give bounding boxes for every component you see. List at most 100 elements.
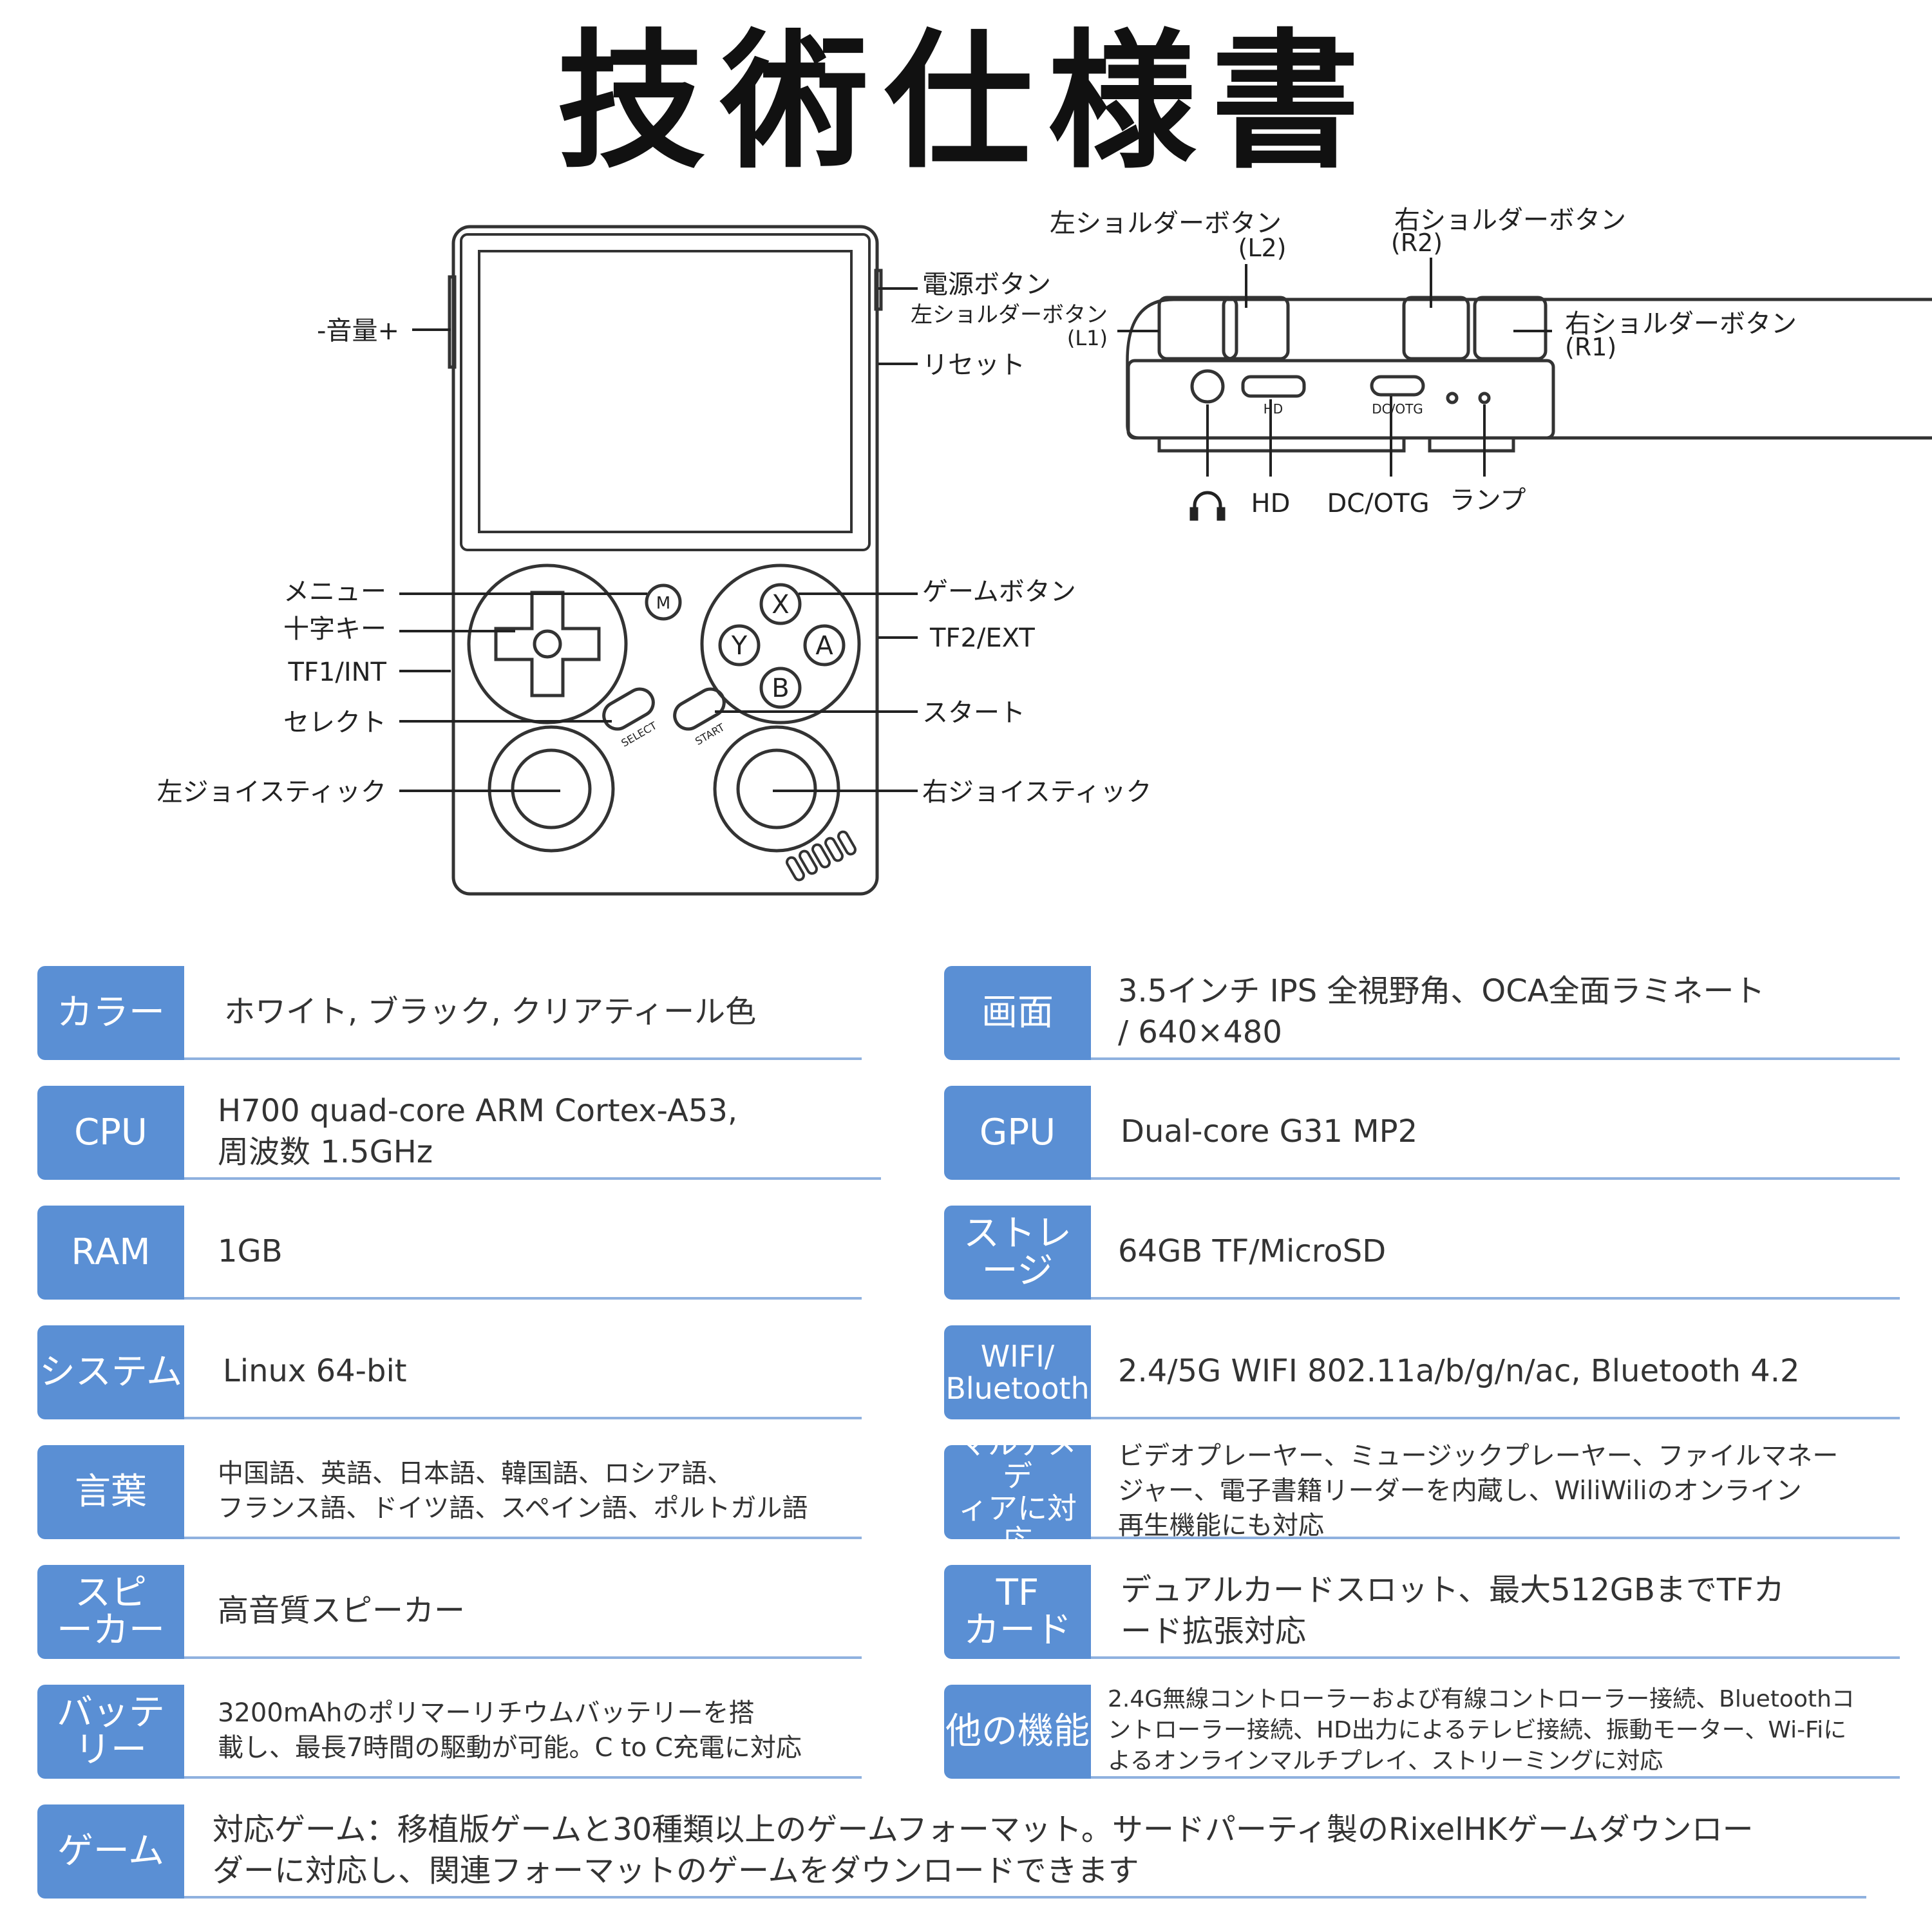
front-view — [448, 225, 883, 896]
btn-a-label: A — [815, 631, 833, 661]
label-game-buttons: ゲームボタン — [922, 577, 1076, 607]
dc-port — [1370, 375, 1425, 397]
top-body — [1126, 298, 1932, 440]
headphone-icon — [1189, 491, 1226, 521]
spec-value-cpu: H700 quad-core ARM Cortex-A53, 周波数 1.5GH… — [218, 1093, 738, 1170]
label-r2-line1: 右ショルダーボタン — [1394, 205, 1626, 235]
spec-underline — [184, 1177, 881, 1180]
right-stick-ring — [713, 725, 840, 853]
label-volume: -音量+ — [317, 316, 399, 346]
spec-row-wifi: WIFI/ Bluetooth 2.4/5G WIFI 802.11a/b/g/… — [944, 1325, 1900, 1419]
spec-row-ram: RAM 1GB — [37, 1206, 862, 1300]
l2-shape — [1222, 296, 1290, 361]
btn-m-label: M — [656, 594, 670, 613]
label-hd: HD — [1251, 489, 1291, 518]
label-r1-line2: (R1) — [1565, 333, 1616, 361]
spec-underline — [1091, 1656, 1900, 1659]
device-body — [451, 225, 879, 896]
select-print: SELECT — [619, 719, 659, 750]
lamp-dot-2 — [1478, 392, 1491, 404]
spec-row-screen: 画面 3.5インチ IPS 全視野角、OCA全面ラミネート / 640×480 — [944, 966, 1900, 1060]
spec-value-speaker: 高音質スピーカー — [218, 1593, 466, 1629]
front-leader-lines — [399, 287, 918, 792]
label-tf2: TF2/EXT — [929, 623, 1035, 653]
dpad-cross — [494, 591, 601, 697]
spec-row-language: 言葉 中国語、英語、日本語、韓国語、ロシア語、 フランス語、ドイツ語、スペイン語… — [37, 1445, 862, 1539]
spec-value-battery: 3200mAhのポリマーリチウムバッテリーを搭 載し、最長7時間の駆動が可能。C… — [218, 1698, 802, 1763]
hd-port — [1241, 375, 1306, 398]
device-diagram: X Y A B M SELECT START -音量+ 電源ボタン リセット メ… — [157, 205, 1932, 896]
screen — [478, 250, 853, 533]
menu-button-shape — [645, 583, 682, 621]
label-dcotg: DC/OTG — [1327, 489, 1429, 518]
spec-row-gpu: GPU Dual-core G31 MP2 — [944, 1086, 1900, 1180]
spec-value-color: ホワイト, ブラック, クリアティール色 — [224, 994, 757, 1030]
label-menu: メニュー — [283, 577, 386, 607]
lamp-dot-1 — [1446, 392, 1459, 404]
label-start: スタート — [922, 698, 1025, 728]
spec-underline — [1091, 1297, 1900, 1300]
headphone-jack — [1190, 369, 1225, 404]
spec-row-battery: バッテ リー 3200mAhのポリマーリチウムバッテリーを搭 載し、最長7時間の… — [37, 1685, 862, 1779]
btn-b-label: B — [772, 674, 789, 703]
spec-label-system: システム — [37, 1325, 184, 1419]
page-title: 技術仕様書 — [556, 17, 1375, 189]
btn-y-shape — [718, 624, 761, 667]
label-l2-line2: (L2) — [1238, 234, 1287, 262]
spec-value-ram: 1GB — [218, 1233, 283, 1269]
spec-label-wifi: WIFI/ Bluetooth — [944, 1325, 1091, 1419]
face-button-ring — [700, 564, 861, 724]
spec-underline — [184, 1537, 862, 1539]
spec-row-cpu: CPU H700 quad-core ARM Cortex-A53, 周波数 1… — [37, 1086, 881, 1180]
spec-label-storage: ストレ ージ — [944, 1206, 1091, 1300]
label-power: 電源ボタン — [922, 270, 1051, 299]
spec-value-storage: 64GB TF/MicroSD — [1118, 1233, 1387, 1269]
spec-row-game: ゲーム 対応ゲーム：移植版ゲームと30種類以上のゲームフォーマット。サードパーテ… — [37, 1804, 1866, 1899]
label-l1-line1: 左ショルダーボタン — [911, 302, 1108, 328]
label-r2-line2: (R2) — [1391, 229, 1443, 257]
spec-label-speaker: スピ ーカー — [37, 1565, 184, 1659]
l1-l2-left — [1157, 296, 1238, 361]
label-select: セレクト — [283, 708, 386, 737]
spec-value-gpu: Dual-core G31 MP2 — [1121, 1113, 1418, 1150]
label-left-stick: 左ジョイスティック — [157, 777, 386, 807]
spec-underline — [184, 1297, 862, 1300]
spec-label-gpu: GPU — [944, 1086, 1091, 1180]
spec-label-other: 他の機能 — [944, 1685, 1091, 1779]
port-dcotg-print: DC/OTG — [1372, 401, 1423, 417]
spec-row-speaker: スピ ーカー 高音質スピーカー — [37, 1565, 862, 1659]
bottom-features — [1157, 438, 1515, 453]
spec-label-game: ゲーム — [37, 1804, 184, 1899]
spec-underline — [1091, 1417, 1900, 1419]
volume-button-shape — [448, 275, 457, 369]
left-stick-cap — [511, 748, 592, 829]
spec-underline — [1091, 1537, 1900, 1539]
spec-row-system: システム Linux 64-bit — [37, 1325, 862, 1419]
dpad-ring — [467, 564, 628, 724]
btn-a-shape — [803, 624, 846, 667]
label-right-stick: 右ジョイスティック — [922, 777, 1151, 807]
spec-value-screen: 3.5インチ IPS 全視野角、OCA全面ラミネート / 640×480 — [1118, 973, 1765, 1050]
label-dpad: 十字キー — [283, 614, 386, 644]
port-hd-print: HD — [1264, 401, 1283, 417]
left-stick-ring — [488, 725, 615, 853]
spec-underline — [1091, 1776, 1900, 1779]
label-tf1: TF1/INT — [287, 658, 386, 687]
start-button-shape — [673, 687, 726, 731]
spec-underline — [1091, 1057, 1900, 1060]
spec-underline — [184, 1057, 862, 1060]
btn-x-label: X — [772, 590, 789, 620]
right-stick-cap — [736, 748, 817, 829]
spec-underline — [184, 1776, 862, 1779]
spec-value-language: 中国語、英語、日本語、韓国語、ロシア語、 フランス語、ドイツ語、スペイン語、ポル… — [218, 1459, 808, 1523]
spec-label-ram: RAM — [37, 1206, 184, 1300]
spec-row-other: 他の機能 2.4G無線コントローラーおよび有線コントローラー接続、Bluetoo… — [944, 1685, 1900, 1779]
top-view — [1126, 296, 1932, 453]
r2-shape — [1402, 296, 1470, 361]
label-reset: リセット — [922, 350, 1025, 380]
spec-value-multimedia: ビデオプレーヤー、ミュージックプレーヤー、ファイルマネー ジャー、電子書籍リーダ… — [1118, 1441, 1839, 1540]
top-edge — [1126, 359, 1555, 440]
spec-label-language: 言葉 — [37, 1445, 184, 1539]
spec-row-multimedia: マルチメデ ィアに対応 ビデオプレーヤー、ミュージックプレーヤー、ファイルマネー… — [944, 1428, 1900, 1557]
top-leader-lines — [1117, 258, 1552, 477]
